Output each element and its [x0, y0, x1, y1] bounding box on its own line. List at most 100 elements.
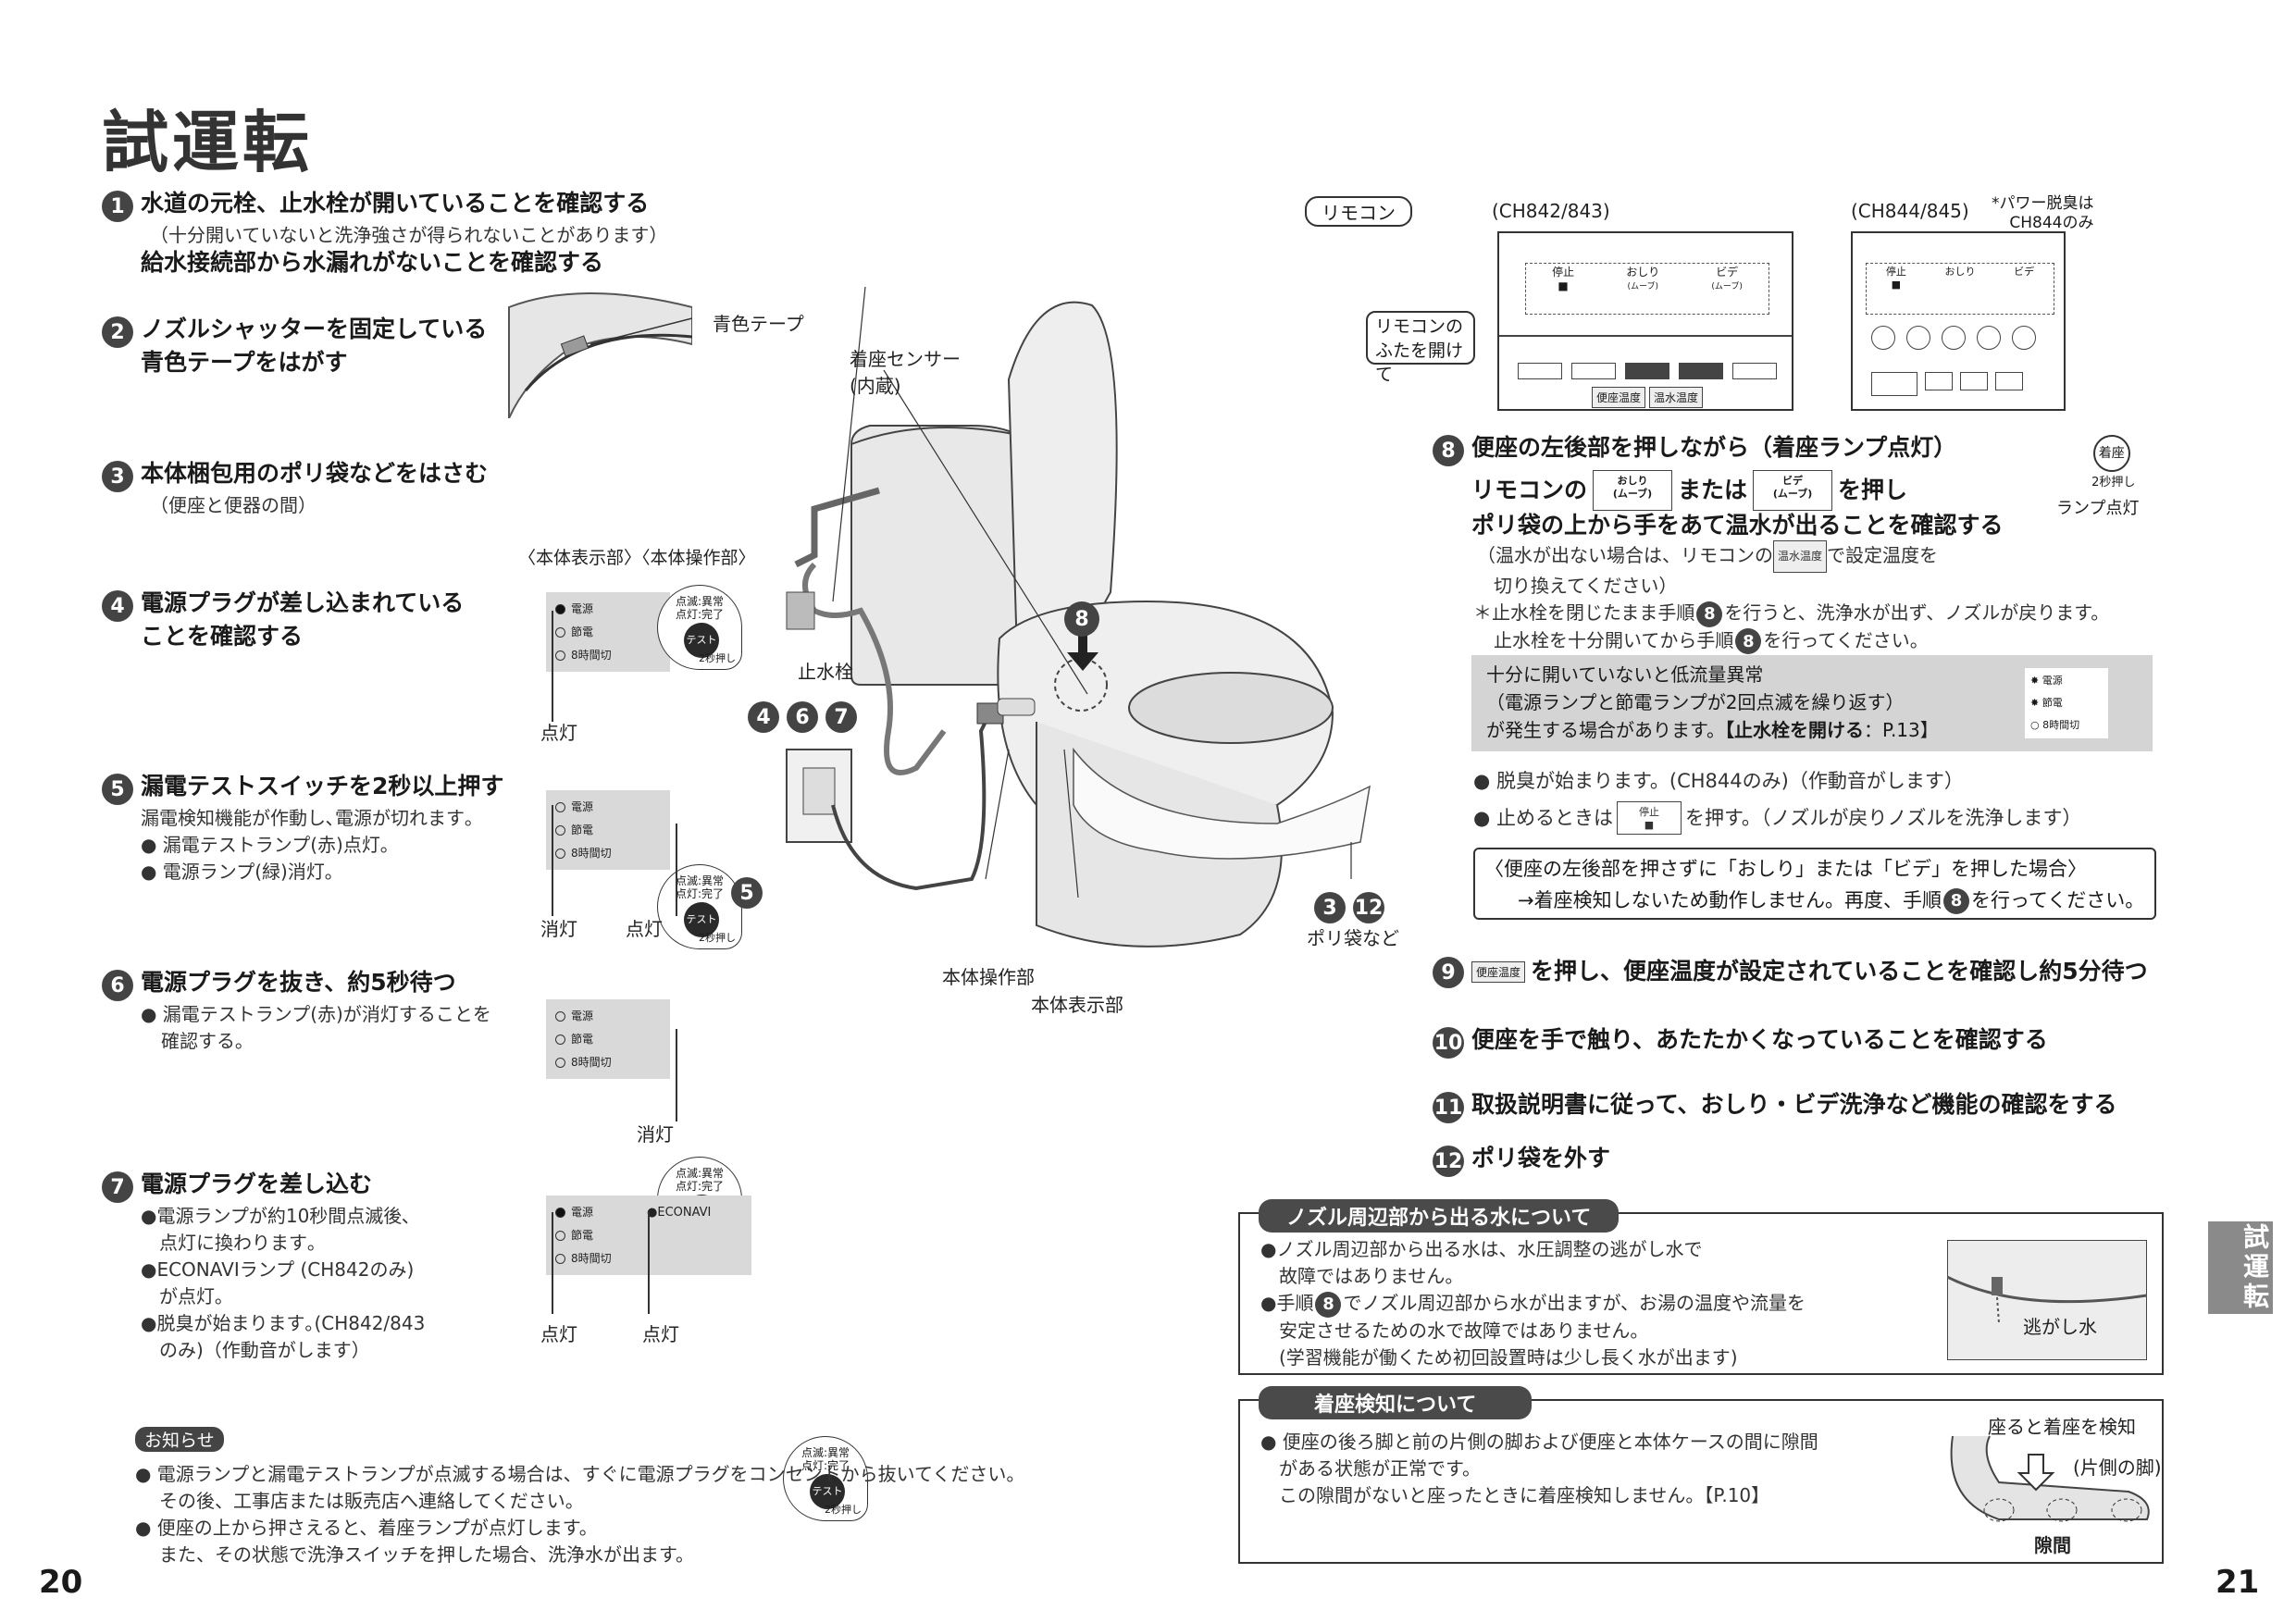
- remote-ch844: 停止■ おしり ビデ: [1851, 231, 2066, 411]
- seat-detect-text: ● 便座の後ろ脚と前の片側の脚および便座と本体ケースの間に隙間 がある状態が正常…: [1260, 1431, 1818, 1506]
- operation-panel-label: 本体操作部: [942, 966, 1035, 988]
- water-valve-label: 止水栓: [798, 661, 853, 683]
- step-number: 5: [102, 774, 133, 805]
- step-heading: 電源プラグを差し込む: [141, 1171, 373, 1197]
- step-number: 1: [102, 191, 133, 222]
- stop-button[interactable]: 停止■: [1885, 266, 1906, 291]
- stop-button[interactable]: 停止■: [1552, 266, 1575, 292]
- power-lamp-icon: [555, 1208, 565, 1218]
- relief-water-label: 逃がし水: [2023, 1316, 2097, 1338]
- blue-tape-label: 青色テープ: [713, 313, 804, 335]
- step-heading: ノズルシャッターを固定している: [141, 316, 488, 342]
- save-lamp-icon: [555, 1035, 565, 1045]
- test-switch-bubble: 点滅:異常点灯:完了 テスト 2秒押し: [657, 585, 742, 670]
- timer-lamp-icon: [555, 1254, 565, 1264]
- low-flow-warning: 十分に開いていないと低流量異常 （電源ランプと節電ランプが2回点滅を繰り返す） …: [1471, 655, 2153, 751]
- page-title: 試運転: [102, 104, 314, 181]
- step-number: 7: [102, 1171, 133, 1203]
- lit-label: 点灯: [540, 722, 577, 744]
- step-note: （便座と便器の間）: [150, 494, 316, 516]
- nozzle-water-section: [1238, 1212, 2164, 1375]
- step-2: 2 ノズルシャッターを固定している 青色テープをはがす: [102, 315, 487, 378]
- seat-temp-key[interactable]: 便座温度: [1471, 960, 1526, 983]
- off-label: 消灯: [637, 1123, 674, 1146]
- oshiri-button[interactable]: おしり(ムーブ): [1626, 266, 1660, 291]
- water-temp-key[interactable]: 温水温度: [1649, 387, 1704, 408]
- test-button[interactable]: テスト: [684, 623, 719, 658]
- power-lamp-icon: [555, 1011, 565, 1022]
- step-heading-2: 給水接続部から水漏れがないことを確認する: [141, 249, 604, 276]
- step-heading: 電源プラグを抜き、約5秒待つ: [141, 969, 456, 996]
- section-side-tab: 試運転: [2208, 1221, 2273, 1314]
- bidet-button[interactable]: ビデ(ムーブ): [1711, 266, 1743, 291]
- econavi-lamp: ●ECONAVI: [647, 1206, 712, 1220]
- page-number-left: 20: [39, 1564, 83, 1601]
- seat-detect-section: [1238, 1399, 2164, 1564]
- no-seat-detect-box: 〈便座の左後部を押さずに「おしり」または「ビデ」を押した場合〉 →着座検知しない…: [1473, 848, 2156, 920]
- seat-sensor-label: 着座センサー(内蔵): [850, 348, 961, 397]
- page-number-right: 21: [2215, 1564, 2260, 1601]
- display-panel: 電源 節電 8時間切: [546, 999, 670, 1079]
- display-panel: 電源 節電 8時間切: [546, 790, 670, 870]
- seat-temp-key[interactable]: 便座温度: [1592, 387, 1646, 408]
- test-button[interactable]: テスト: [684, 902, 719, 937]
- remote-ch842: 停止■ おしり(ムーブ) ビデ(ムーブ) 便座温度温水温度: [1497, 231, 1793, 411]
- oshiri-button[interactable]: おしり: [1944, 266, 1976, 278]
- nozzle-water-heading: ノズル周辺部から出る水について: [1259, 1199, 1620, 1233]
- toilet-illustration: [786, 287, 1371, 948]
- power-lamp-icon: [555, 604, 565, 614]
- step-1: 1 水道の元栓、止水栓が開いていることを確認する （十分開いていないと洗浄強さが得…: [102, 189, 667, 278]
- step-number: 2: [102, 316, 133, 348]
- deodorize-note: ● 脱臭が始まります。(CH844のみ)（作動音がします）: [1473, 770, 1964, 792]
- remote-tag: リモコン: [1305, 196, 1412, 227]
- stop-note: ● 止めるときは 停止■ を押す。（ノズルが戻りノズルを洗浄します）: [1473, 801, 2081, 835]
- step-marker-8: 8: [1064, 601, 1099, 637]
- bidet-key[interactable]: ビデ(ムーブ): [1753, 470, 1833, 511]
- step-number: 3: [102, 461, 133, 492]
- display-panel: 電源 節電 8時間切: [546, 592, 670, 672]
- step-heading-2: ことを確認する: [141, 623, 304, 650]
- step-number: 6: [102, 970, 133, 1001]
- oshiri-key[interactable]: おしり(ムーブ): [1593, 470, 1673, 511]
- step-heading-2: 青色テープをはがす: [141, 349, 348, 376]
- stop-key[interactable]: 停止■: [1617, 801, 1682, 835]
- display-panel-label: 本体表示部: [1031, 994, 1123, 1016]
- water-temp-key[interactable]: 温水温度: [1773, 540, 1828, 573]
- notice-tag: お知らせ: [135, 1427, 224, 1452]
- lit-label: 点灯: [540, 1323, 577, 1345]
- nozzle-shutter-illustration: [508, 292, 692, 418]
- timer-lamp-icon: [555, 1058, 565, 1068]
- notice-box: お知らせ ● 電源ランプと漏電テストランプが点滅する場合は、すぐに電源プラグをコ…: [135, 1427, 1024, 1568]
- save-lamp-icon: [555, 825, 565, 836]
- step-note: （十分開いていないと洗浄強さが得られないことがあります）: [150, 224, 668, 246]
- seat-lamp-indicator: 着座 2秒押し ランプ点灯: [2056, 435, 2139, 519]
- lit-label: 点灯: [642, 1323, 679, 1345]
- bidet-button[interactable]: ビデ: [2014, 266, 2035, 278]
- seat-detect-heading: 着座検知について: [1259, 1386, 1533, 1419]
- step-heading: 水道の元栓、止水栓が開いていることを確認する: [141, 190, 650, 217]
- gap-label: 隙間: [2034, 1534, 2071, 1556]
- step-number: 4: [102, 590, 133, 622]
- save-lamp-icon: [555, 1231, 565, 1241]
- lit-label: 点灯: [626, 918, 663, 940]
- test-switch-bubble: 点滅:異常点灯:完了 テスト 2秒押し: [657, 864, 742, 949]
- timer-lamp-icon: [555, 650, 565, 661]
- one-side-leg-label: (片側の脚): [2073, 1456, 2162, 1479]
- timer-lamp-icon: [555, 849, 565, 859]
- plastic-bag-label: ポリ袋など: [1307, 927, 1399, 949]
- test-button[interactable]: テスト: [810, 1474, 845, 1509]
- test-switch-bubble: 点滅:異常点灯:完了 テスト 2秒押し: [783, 1436, 868, 1521]
- model-label-2: (CH844/845): [1851, 200, 1969, 222]
